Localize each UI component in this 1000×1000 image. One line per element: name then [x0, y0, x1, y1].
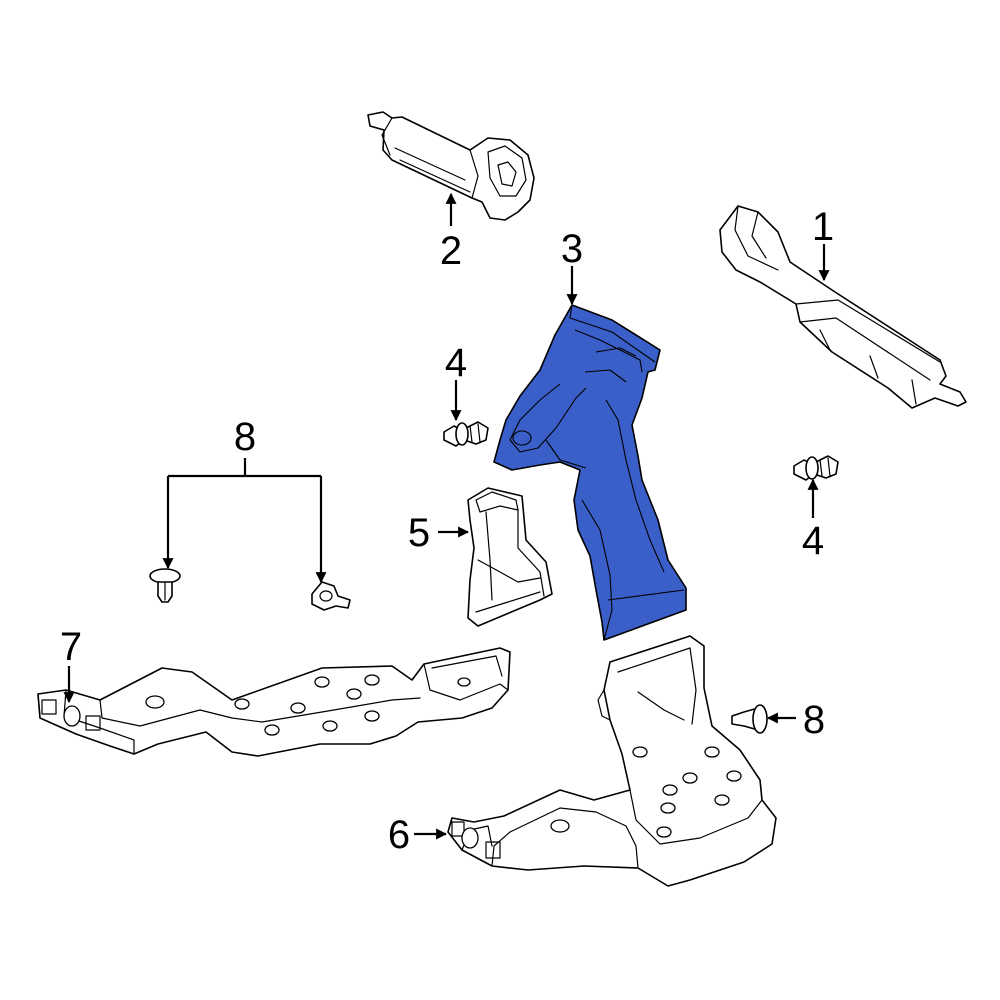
part-8-clip-right[interactable]: [731, 704, 768, 734]
callout-2: 2: [440, 229, 462, 273]
callouts: 1 2 3 4 4 5 6 7 8 8: [60, 205, 834, 857]
part-4-clip-left[interactable]: [443, 421, 489, 447]
leader-lines: [63, 192, 830, 840]
part-8-clip-left-2[interactable]: [311, 581, 351, 611]
part-4-clip-right[interactable]: [793, 455, 839, 481]
callout-8-top: 8: [234, 415, 256, 459]
callout-5: 5: [408, 511, 430, 555]
part-3-duct-highlighted[interactable]: [493, 304, 687, 641]
part-1-duct[interactable]: [719, 205, 967, 409]
part-5-duct[interactable]: [467, 487, 553, 627]
callout-6: 6: [388, 813, 410, 857]
callout-4-bottom: 4: [802, 519, 824, 563]
callout-4-top: 4: [445, 341, 467, 385]
part-7-floor-duct[interactable]: [37, 647, 511, 757]
part-6-floor-duct[interactable]: [447, 635, 777, 887]
part-8-clip-left-1[interactable]: [149, 568, 181, 603]
callout-7: 7: [60, 625, 82, 669]
part-2-duct[interactable]: [367, 111, 535, 221]
callout-1: 1: [812, 205, 834, 249]
callout-8-right: 8: [803, 698, 825, 742]
callout-3: 3: [561, 227, 583, 271]
